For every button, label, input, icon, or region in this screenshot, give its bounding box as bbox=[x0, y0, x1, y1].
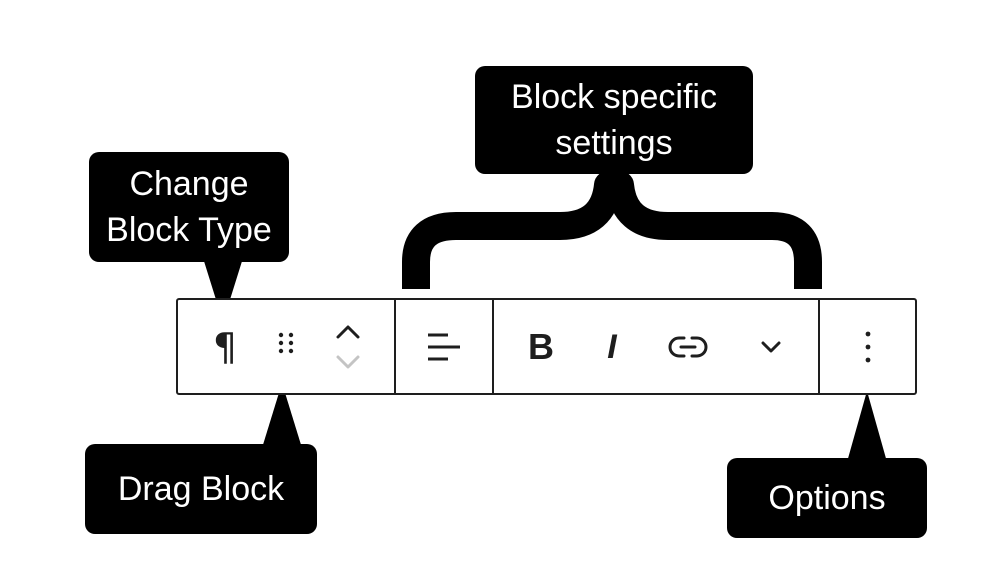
paragraph-icon: ¶ bbox=[212, 324, 238, 369]
change-block-type-button[interactable]: ¶ bbox=[204, 300, 246, 393]
more-formatting-button[interactable] bbox=[748, 300, 794, 393]
callout-drag-block: Drag Block bbox=[85, 444, 317, 534]
callout-options-label: Options bbox=[768, 479, 886, 517]
settings-brace bbox=[402, 166, 822, 289]
callout-change-line-2: Block Type bbox=[106, 211, 272, 249]
link-icon bbox=[668, 336, 708, 357]
drag-handle-button[interactable] bbox=[266, 300, 306, 393]
italic-icon: I bbox=[607, 327, 617, 366]
callout-block-specific-settings: Block specific settings bbox=[475, 66, 753, 174]
move-up-icon bbox=[336, 325, 360, 339]
callout-drag-label: Drag Block bbox=[117, 470, 285, 508]
callout-settings-line-1: Block specific bbox=[511, 78, 717, 116]
callout-settings-line-2: settings bbox=[555, 124, 673, 162]
move-down-icon bbox=[336, 355, 360, 369]
options-button[interactable] bbox=[842, 300, 894, 393]
block-toolbar: ¶ B I bbox=[176, 298, 917, 395]
more-chevron-icon bbox=[761, 341, 781, 352]
drag-handle-icon bbox=[278, 332, 294, 353]
move-up-button[interactable] bbox=[328, 314, 368, 348]
vertical-ellipsis-icon bbox=[865, 331, 871, 362]
bold-button[interactable]: B bbox=[518, 300, 564, 393]
align-button[interactable] bbox=[414, 300, 474, 393]
move-down-button[interactable] bbox=[328, 348, 368, 376]
callout-change-line-1: Change bbox=[129, 165, 249, 203]
callout-options: Options bbox=[727, 458, 927, 538]
callout-change-block-type: Change Block Type bbox=[89, 152, 289, 262]
link-button[interactable] bbox=[662, 300, 714, 393]
options-pointer bbox=[847, 391, 887, 462]
bold-icon: B bbox=[528, 325, 554, 367]
toolbar-divider bbox=[818, 300, 820, 393]
align-left-icon bbox=[428, 333, 460, 360]
italic-button[interactable]: I bbox=[592, 300, 632, 393]
toolbar-divider bbox=[394, 300, 396, 393]
toolbar-divider bbox=[492, 300, 494, 393]
